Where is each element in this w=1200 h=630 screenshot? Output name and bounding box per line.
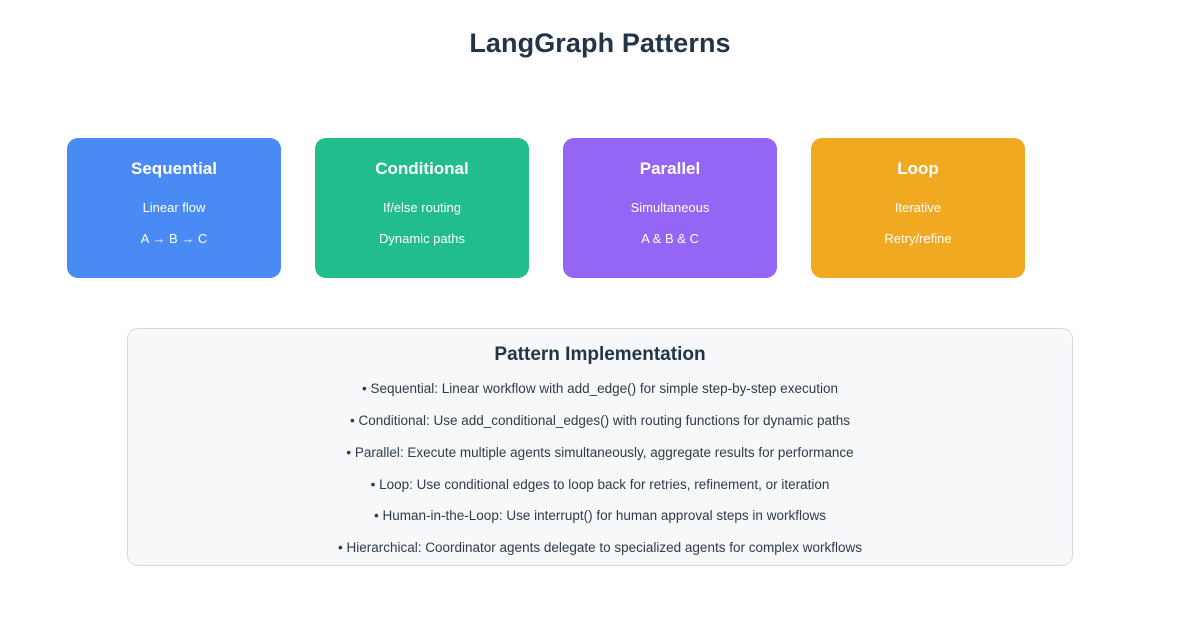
pattern-implementation-list: • Sequential: Linear workflow with add_e… (128, 381, 1072, 556)
pattern-card-line-2: A & B & C (641, 230, 699, 246)
list-item: • Conditional: Use add_conditional_edges… (349, 412, 850, 428)
list-item: • Human-in-the-Loop: Use interrupt() for… (374, 508, 826, 524)
pattern-card-title: Parallel (639, 159, 701, 178)
pattern-card-parallel: Parallel Simultaneous A & B & C (563, 138, 777, 278)
pattern-card-line-1: If/else routing (382, 199, 462, 215)
page-title: LangGraph Patterns (469, 28, 731, 58)
pattern-card-line-2: Retry/refine (884, 230, 952, 246)
pattern-card-sequential: Sequential Linear flow A → B → C (67, 138, 281, 278)
pattern-card-title: Sequential (131, 159, 217, 178)
list-item: • Sequential: Linear workflow with add_e… (362, 381, 838, 396)
list-item: • Hierarchical: Coordinator agents deleg… (338, 540, 862, 556)
pattern-card-line-1: Iterative (894, 199, 942, 215)
list-item: • Parallel: Execute multiple agents simu… (346, 444, 854, 460)
pattern-card-line-1: Simultaneous (630, 199, 710, 215)
pattern-card-title: Loop (897, 159, 939, 178)
pattern-cards-row: Sequential Linear flow A → B → C Conditi… (67, 138, 1025, 278)
pattern-card-loop: Loop Iterative Retry/refine (811, 138, 1025, 278)
pattern-card-title: Conditional (375, 159, 469, 178)
pattern-implementation-heading: Pattern Implementation (494, 344, 706, 365)
pattern-card-line-2: A → B → C (140, 230, 208, 246)
list-item: • Loop: Use conditional edges to loop ba… (370, 476, 830, 492)
pattern-card-line-1: Linear flow (142, 199, 206, 215)
pattern-card-conditional: Conditional If/else routing Dynamic path… (315, 138, 529, 278)
pattern-card-line-2: Dynamic paths (379, 230, 465, 246)
pattern-implementation-panel: Pattern Implementation • Sequential: Lin… (127, 328, 1073, 566)
